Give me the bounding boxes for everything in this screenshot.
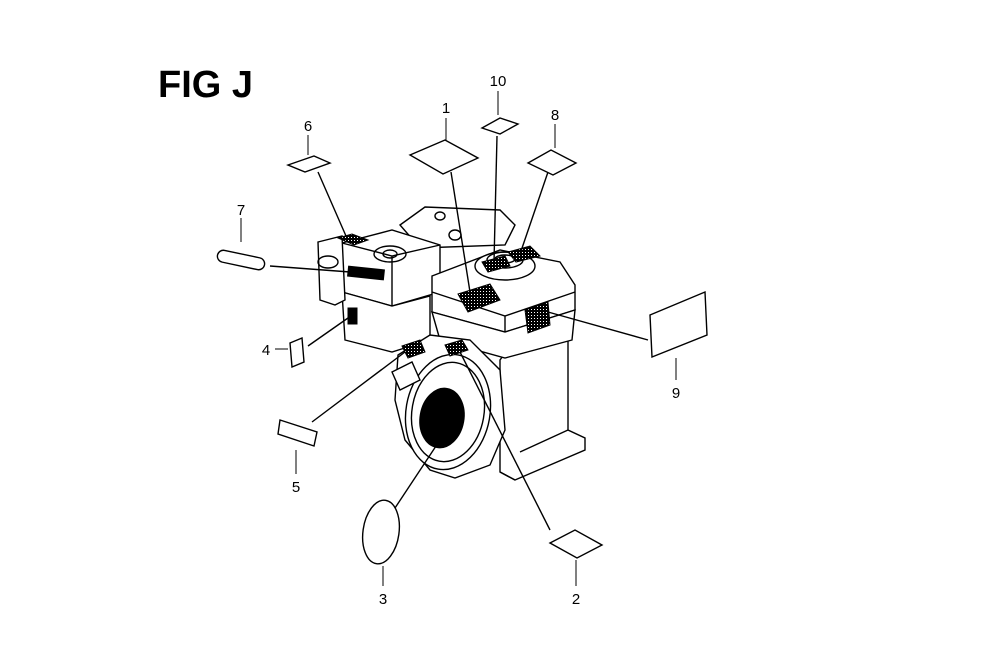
callout-9: 9	[672, 385, 680, 402]
callout-5: 5	[292, 479, 300, 496]
callout-1: 1	[442, 100, 450, 117]
decal-7	[216, 249, 266, 271]
decal-1	[408, 139, 480, 175]
callout-4: 4	[262, 342, 270, 359]
decal-5	[277, 419, 318, 447]
callout-2: 2	[572, 591, 580, 608]
figure-title: FIG J	[158, 64, 253, 106]
decal-2	[548, 529, 604, 559]
callout-7: 7	[237, 202, 245, 219]
callout-10: 10	[490, 73, 507, 90]
decal-4	[289, 336, 305, 369]
decal-9	[649, 290, 708, 359]
decal-6	[286, 155, 332, 173]
callout-numbers: 1 2 3 4 5 6 7 8 9 10	[237, 73, 680, 608]
decal-3	[361, 499, 401, 565]
engine-illustration	[317, 206, 586, 481]
callout-8: 8	[551, 107, 559, 124]
leader-lines	[240, 91, 677, 586]
decal-8	[526, 149, 578, 176]
loose-decals	[216, 117, 708, 565]
decal-10	[480, 117, 520, 135]
callout-3: 3	[379, 591, 387, 608]
callout-6: 6	[304, 118, 312, 135]
